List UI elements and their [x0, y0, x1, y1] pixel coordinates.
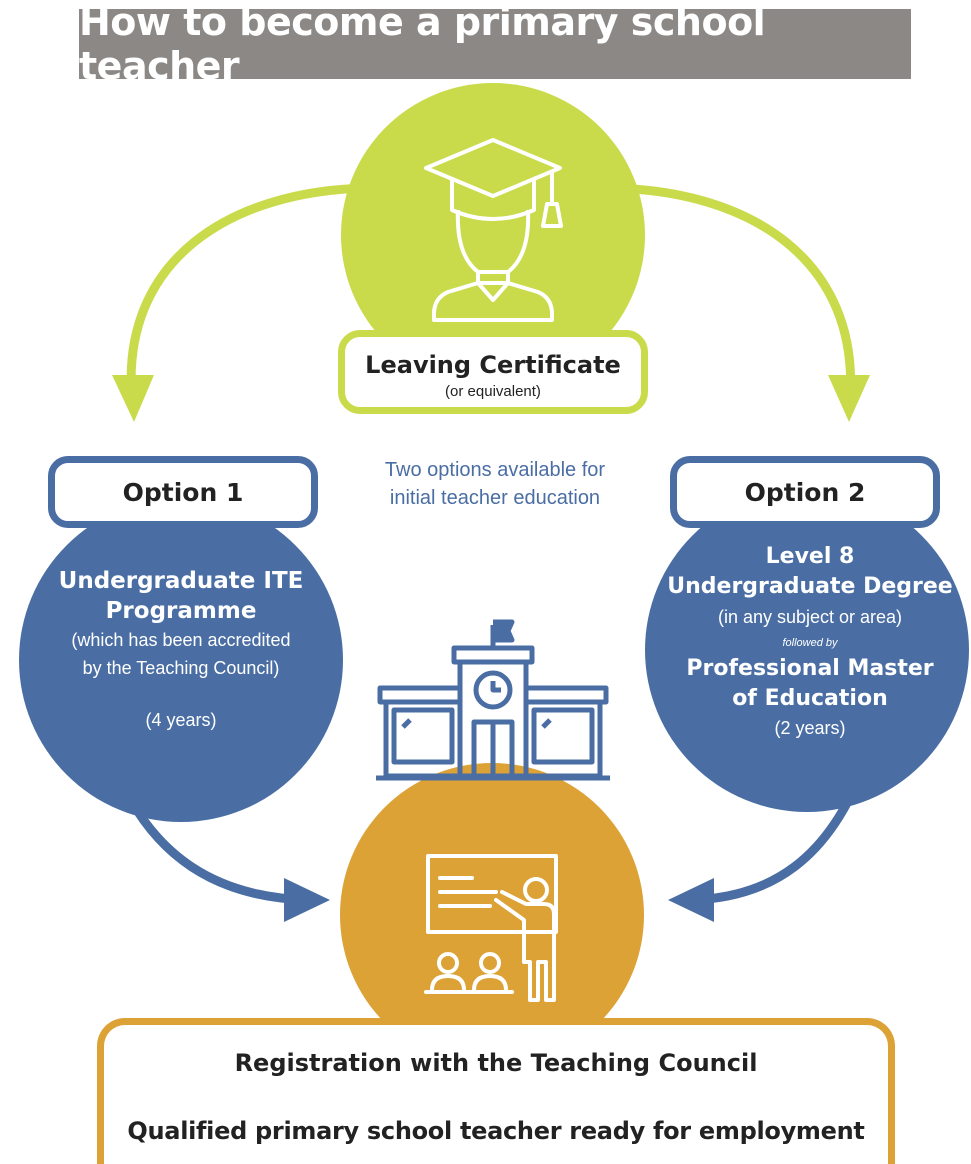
- school-building-icon: [376, 619, 610, 781]
- page-title: How to become a primary school teacher: [79, 0, 766, 88]
- arrow-right-green: [609, 183, 856, 401]
- arrowhead-right-green: [828, 375, 870, 422]
- option1-label-box: Option 1: [48, 456, 318, 528]
- qualified-teacher-line: Qualified primary school teacher ready f…: [127, 1117, 865, 1145]
- option2-circle: [645, 488, 969, 812]
- leaving-cert-box: Leaving Certificate (or equivalent): [338, 330, 648, 414]
- center-note-line2: initial teacher education: [389, 487, 601, 509]
- option1-detail-line2: by the Teaching Council): [82, 658, 280, 678]
- option2-label: Option 2: [744, 477, 866, 507]
- option1-body: Undergraduate ITE Programme (which has b…: [36, 566, 326, 734]
- arrowhead-left-blue: [284, 878, 330, 922]
- option1-heading-line2: Programme: [105, 598, 257, 624]
- arrowhead-left-green: [112, 375, 154, 422]
- option1-label: Option 1: [122, 477, 244, 507]
- registration-box: Registration with the Teaching Council Q…: [97, 1018, 895, 1164]
- option2-heading-line2: Undergraduate Degree: [667, 574, 953, 599]
- leaving-cert-circle: [341, 83, 645, 387]
- center-note: Two options available for initial teache…: [350, 456, 640, 512]
- option2-heading2-line2: of Education: [732, 686, 888, 711]
- option2-label-box: Option 2: [670, 456, 940, 528]
- option1-duration: (4 years): [145, 710, 217, 730]
- result-circle: [340, 763, 644, 1067]
- arrowhead-right-blue: [668, 878, 714, 922]
- arrow-left-green: [126, 183, 371, 401]
- option1-detail-line1: (which has been accredited: [71, 630, 291, 650]
- option1-heading-line1: Undergraduate ITE: [58, 568, 304, 594]
- option2-duration: (2 years): [774, 718, 846, 738]
- option2-heading-line1: Level 8: [765, 544, 855, 569]
- option2-detail: (in any subject or area): [717, 607, 903, 627]
- option2-heading2-line1: Professional Master: [686, 656, 934, 681]
- registration-line: Registration with the Teaching Council: [234, 1049, 758, 1077]
- title-banner: How to become a primary school teacher: [79, 0, 911, 88]
- option2-body: Level 8 Undergraduate Degree (in any sub…: [660, 542, 960, 742]
- graduate-icon: [424, 138, 563, 322]
- center-note-line1: Two options available for: [384, 459, 606, 481]
- leaving-cert-subtitle: (or equivalent): [445, 383, 541, 400]
- option2-connector: followed by: [782, 637, 838, 649]
- option1-circle: [19, 498, 343, 822]
- leaving-cert-title: Leaving Certificate: [365, 351, 621, 379]
- teacher-classroom-icon: [424, 854, 558, 1002]
